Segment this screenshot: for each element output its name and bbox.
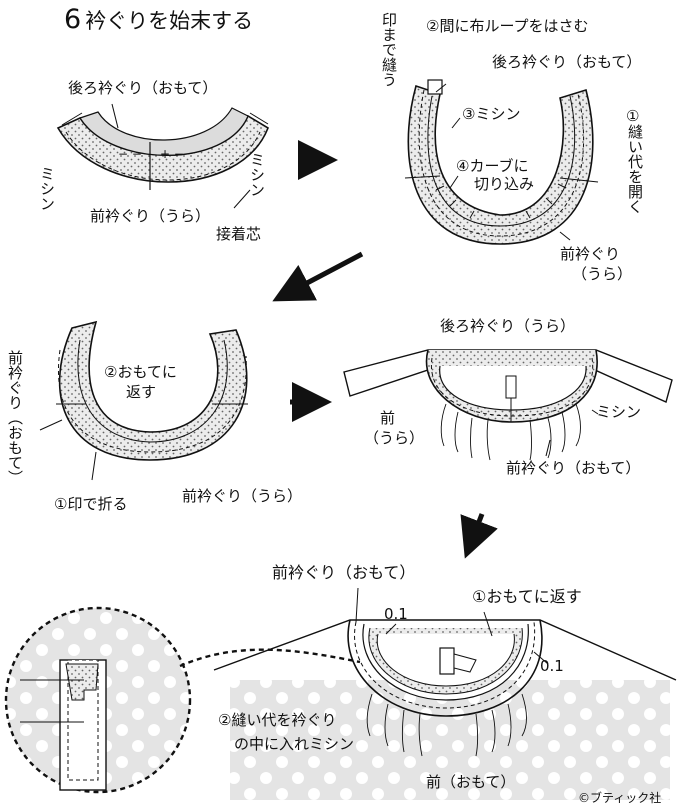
arrow-down [460,513,498,559]
label-front-neck-1: 前衿ぐり [560,245,621,263]
credit: ©ブティック社 [578,791,662,805]
step-title-text: 衿ぐりを始末する [85,9,254,33]
panel5-garment [4,587,677,800]
panel3-facing [39,320,248,481]
label-front-neck-outside-5: 前衿ぐり（おもて） [272,563,416,582]
label-open-seam-num: ① [626,107,640,125]
label-fold: ①印で折る [54,495,128,513]
label-back-neck-back: 後ろ衿ぐり（うら） [440,317,576,335]
panel2-facing [404,79,599,245]
label-curve-2: 切り込み [474,175,535,193]
label-back-neck-outside: 後ろ衿ぐり（おもて） [68,79,218,97]
label-open-seam: 縫い代を開く [626,124,644,214]
label-interfacing: 接着芯 [216,225,262,243]
label-front-neck-back-3: 前衿ぐり（うら） [182,487,303,505]
label-front-outside: 前（おもて） [426,773,516,791]
label-front-2: （うら） [364,429,425,447]
label-sew-3: ③ミシン [462,105,521,123]
svg-text:+ −: + − [160,147,184,161]
label-front-neck-outside-v: 前衿ぐり（おもて） [6,350,24,485]
label-loop: ②間に布ループをはさむ [426,17,589,35]
arrow-down-left [272,251,364,302]
panel4-garment [343,349,673,461]
label-front-neck-back: 前衿ぐり（うら） [90,207,211,225]
label-front-neck-outside-4: 前衿ぐり（おもて） [506,459,641,477]
label-turn-2: 返す [126,383,157,401]
label-back-neck-outside-2: 後ろ衿ぐり（おもて） [492,53,642,71]
label-dim-left: 0.1 [384,605,408,623]
label-sew-4: ミシン [596,403,642,421]
label-mark-sew: 印まで縫う [380,12,398,87]
label-front-1: 前 [380,409,396,427]
label-stitch-1: ②縫い代を衿ぐり [218,711,337,729]
panel1-facing: − − + − [56,103,269,209]
label-sew-right: ミシン [248,152,266,197]
label-curve-1: ④カーブに [456,157,529,175]
label-turn-1: ②おもてに [104,363,177,381]
svg-text:− −: − − [118,147,142,161]
label-stitch-2: の中に入れミシン [234,735,355,753]
label-dim-right: 0.1 [540,657,564,675]
label-turn-outside: ①おもてに返す [472,587,582,606]
step-number: 6 [64,4,82,35]
label-sew-left: ミシン [38,166,56,211]
label-front-neck-2: （うら） [572,265,633,283]
